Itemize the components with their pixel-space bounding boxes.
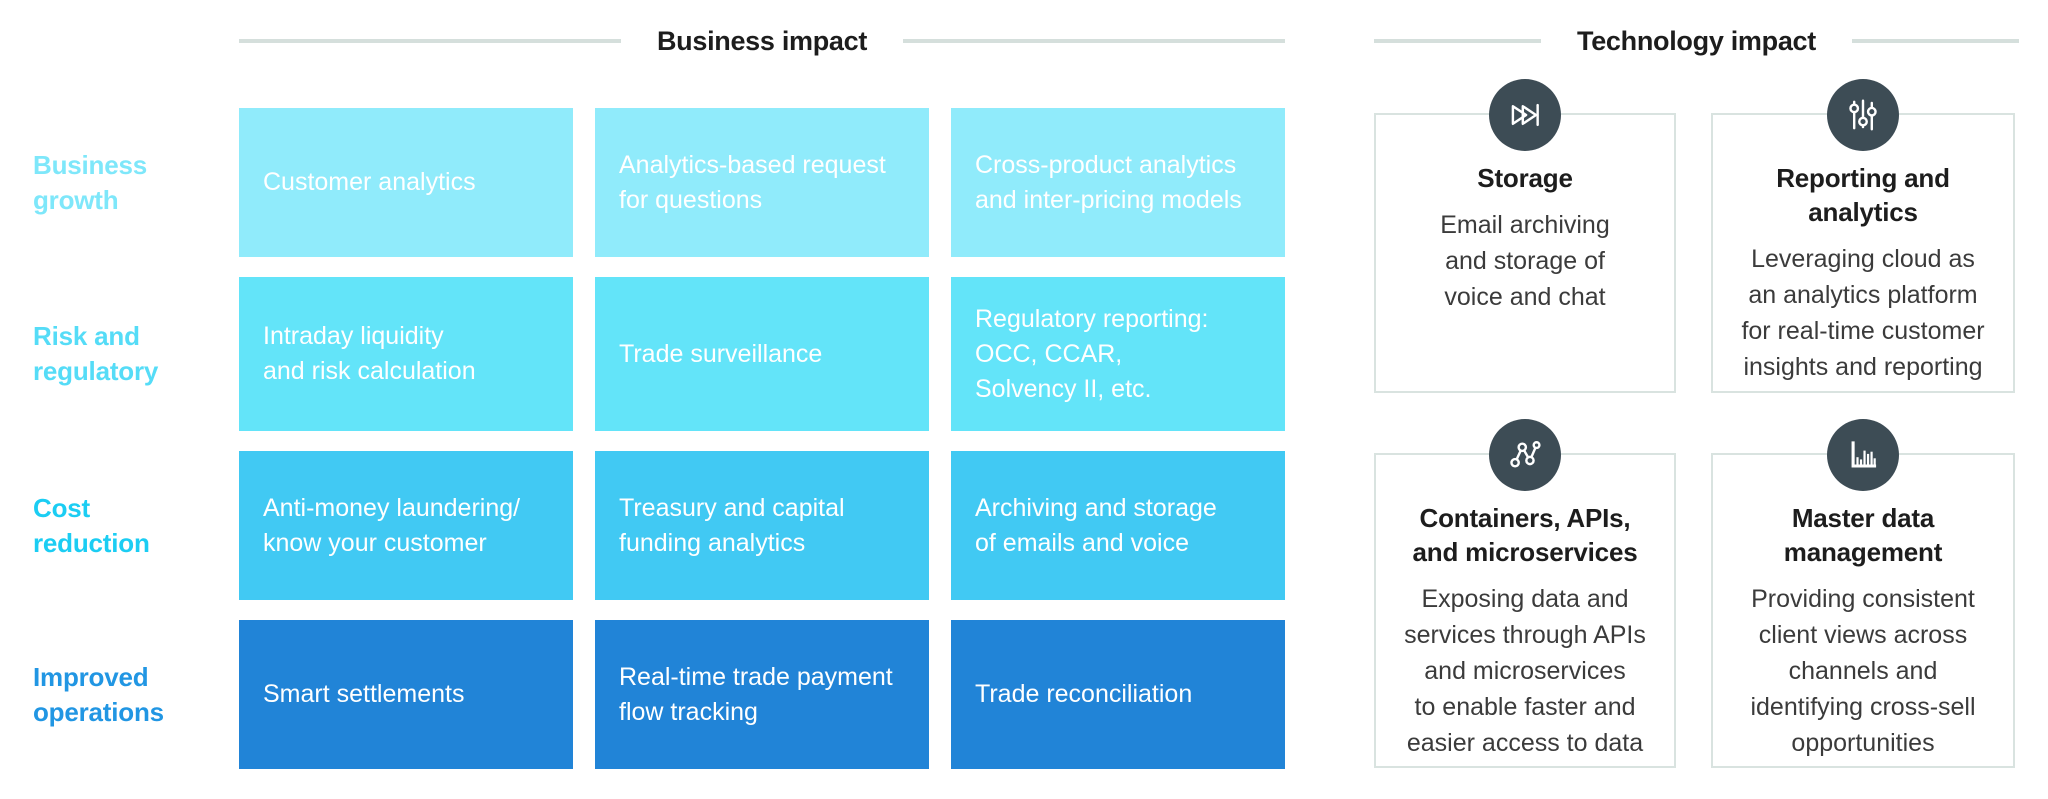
row-label-cost-reduction: Cost reduction xyxy=(33,492,150,558)
card-body: Exposing data and services through APIs … xyxy=(1404,585,1646,757)
card-body: Providing consistent client views across… xyxy=(1750,585,1976,757)
grid-cell-label: Smart settlements xyxy=(263,680,465,708)
grid-cell-label: Cross-product analytics and inter-pricin… xyxy=(975,150,1242,214)
grid-cell-label: Intraday liquidity and risk calculation xyxy=(263,322,476,385)
header-line-left xyxy=(1374,39,1542,43)
grid-cell-label: Analytics-based request for questions xyxy=(619,150,886,214)
row-label-risk-and-regulatory: Risk and regulatory xyxy=(33,321,159,386)
grid-cell-anti-money-laundering: Anti-money laundering/ know your custome… xyxy=(239,451,573,600)
grid-cell-cross-product-analytics: Cross-product analytics and inter-pricin… xyxy=(951,108,1285,257)
card-title: Reporting and analytics xyxy=(1776,163,1950,227)
card-body: Email archiving and storage of voice and… xyxy=(1440,211,1610,311)
grid-cell-regulatory-reporting: Regulatory reporting: OCC, CCAR, Solvenc… xyxy=(951,277,1285,431)
card-title: Storage xyxy=(1477,163,1573,193)
card-reporting-and-analytics: Reporting and analytics Leveraging cloud… xyxy=(1711,79,2015,393)
grid-cell-label: Trade reconciliation xyxy=(975,680,1193,708)
header-line-right xyxy=(903,39,1286,43)
card-containers-apis-microservices: Containers, APIs, and microservices Expo… xyxy=(1374,419,1676,768)
grid-cell-trade-reconciliation: Trade reconciliation xyxy=(951,620,1285,769)
grid-cell-real-time-trade-payment: Real-time trade payment flow tracking xyxy=(595,620,929,769)
card-storage: Storage Email archiving and storage of v… xyxy=(1374,79,1676,393)
header-line-left xyxy=(239,39,621,43)
grid-cell-label: Treasury and capital funding analytics xyxy=(619,493,845,557)
card-body: Leveraging cloud as an analytics platfor… xyxy=(1741,245,1985,381)
bar-chart-icon xyxy=(1827,419,1899,491)
grid-cell-label: Anti-money laundering/ know your custome… xyxy=(263,493,521,557)
card-master-data-management: Master data management Providing consist… xyxy=(1711,419,2015,768)
grid-cell-analytics-based-request: Analytics-based request for questions xyxy=(595,108,929,257)
sliders-icon xyxy=(1827,79,1899,151)
business-impact-header: Business impact xyxy=(239,25,1286,56)
card-title: Master data management xyxy=(1783,503,1943,567)
grid-cell-label: Trade surveillance xyxy=(619,339,823,368)
technology-impact-header: Technology impact xyxy=(1374,26,2019,56)
grid-cell-customer-analytics: Customer analytics xyxy=(239,108,573,257)
grid-cell-treasury-capital-funding: Treasury and capital funding analytics xyxy=(595,451,929,600)
fast-forward-icon xyxy=(1489,79,1561,151)
grid-cell-archiving-emails-voice: Archiving and storage of emails and voic… xyxy=(951,451,1285,600)
grid-cell-label: Archiving and storage of emails and voic… xyxy=(975,493,1217,557)
grid-cell-label: Real-time trade payment flow tracking xyxy=(619,662,893,726)
technology-impact-title: Technology impact xyxy=(1577,25,1816,56)
header-line-right xyxy=(1851,39,2019,43)
row-label-improved-operations: Improved operations xyxy=(33,661,164,727)
card-title: Containers, APIs, and microservices xyxy=(1412,503,1638,567)
grid-cell-label: Customer analytics xyxy=(263,168,476,196)
grid-cell-intraday-liquidity: Intraday liquidity and risk calculation xyxy=(239,277,573,431)
business-impact-title: Business impact xyxy=(656,25,868,56)
grid-cell-label: Regulatory reporting: OCC, CCAR, Solvenc… xyxy=(975,304,1209,403)
row-label-business-growth: Business growth xyxy=(33,149,148,215)
grid-cell-trade-surveillance: Trade surveillance xyxy=(595,277,929,431)
network-nodes-icon xyxy=(1489,419,1561,491)
grid-cell-smart-settlements: Smart settlements xyxy=(239,620,573,769)
